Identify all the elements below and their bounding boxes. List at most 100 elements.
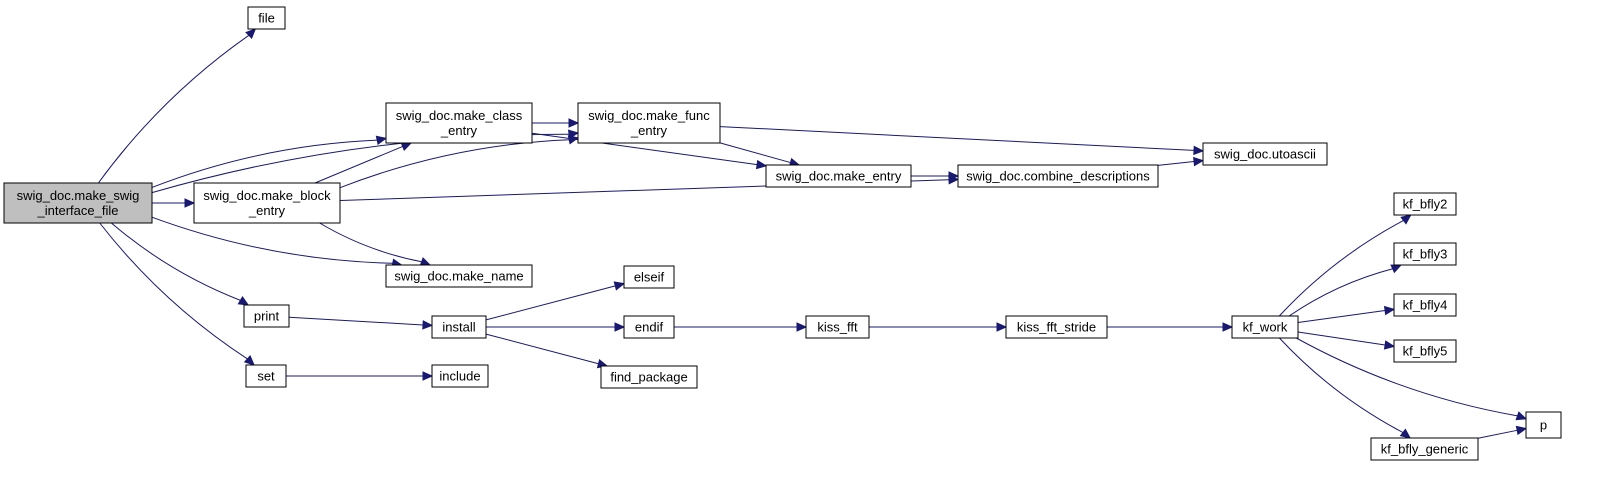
node-box[interactable]: [243, 304, 290, 328]
edge-root-to-print: [111, 222, 250, 306]
node-print[interactable]: print: [243, 304, 290, 328]
node-label: elseif: [634, 270, 665, 285]
node-box[interactable]: [577, 102, 721, 144]
node-kf_bfly4[interactable]: kf_bfly4: [1393, 293, 1457, 317]
arrowhead-icon: [1515, 425, 1528, 436]
node-kiss_fft[interactable]: kiss_fft: [805, 315, 870, 339]
node-label: set: [257, 369, 275, 384]
edge-line: [339, 139, 570, 189]
node-box[interactable]: [1393, 339, 1457, 363]
edge-line: [719, 142, 791, 164]
node-find_package[interactable]: find_package: [600, 365, 698, 389]
edge-line: [1278, 220, 1404, 317]
node-box[interactable]: [600, 365, 698, 389]
node-kf_bfly5[interactable]: kf_bfly5: [1393, 339, 1457, 363]
node-box[interactable]: [1202, 142, 1328, 166]
node-block_entry[interactable]: swig_doc.make_block_entry: [193, 182, 341, 224]
edge-line: [1279, 337, 1404, 433]
node-box[interactable]: [1525, 411, 1562, 439]
node-box[interactable]: [765, 164, 912, 188]
node-set[interactable]: set: [245, 364, 287, 388]
edge-line: [1157, 161, 1195, 166]
node-box[interactable]: [1231, 315, 1299, 339]
node-make_name[interactable]: swig_doc.make_name: [385, 264, 533, 288]
arrowhead-icon: [614, 322, 626, 332]
node-box[interactable]: [247, 6, 286, 30]
node-label: kf_bfly5: [1403, 344, 1448, 359]
node-include[interactable]: include: [431, 364, 489, 388]
node-label: print: [254, 309, 280, 324]
edge-kf_work-to-kf_bfly5: [1297, 331, 1396, 350]
node-box[interactable]: [623, 315, 675, 339]
node-install[interactable]: install: [431, 315, 487, 339]
node-label: find_package: [610, 370, 687, 385]
node-box[interactable]: [3, 182, 153, 224]
edge-line: [151, 216, 393, 264]
node-label: include: [439, 369, 480, 384]
node-box[interactable]: [385, 102, 533, 144]
arrowhead-icon: [755, 159, 768, 170]
edges-layer: [97, 28, 1528, 439]
node-box[interactable]: [385, 264, 533, 288]
node-label: swig_doc.utoascii: [1214, 147, 1316, 162]
node-label: swig_doc.make_entry: [776, 169, 902, 184]
edge-print-to-install: [288, 316, 434, 330]
arrowhead-icon: [1193, 145, 1205, 156]
node-box[interactable]: [245, 364, 287, 388]
arrowhead-icon: [375, 135, 388, 145]
node-box[interactable]: [431, 364, 489, 388]
node-func_entry[interactable]: swig_doc.make_func_entry: [577, 102, 721, 144]
edge-line: [1296, 337, 1518, 417]
arrowhead-icon: [1383, 305, 1396, 316]
node-class_entry[interactable]: swig_doc.make_class_entry: [385, 102, 533, 144]
node-root[interactable]: swig_doc.make_swig_interface_file: [3, 182, 153, 224]
node-label: _entry: [630, 123, 668, 138]
node-kf_work[interactable]: kf_work: [1231, 315, 1299, 339]
node-label: _interface_file: [37, 203, 119, 218]
node-combine[interactable]: swig_doc.combine_descriptions: [957, 164, 1159, 188]
node-box[interactable]: [957, 164, 1159, 188]
edge-line: [485, 285, 616, 321]
node-label: swig_doc.make_func: [588, 108, 710, 123]
arrowhead-icon: [568, 118, 580, 128]
node-kf_bfly3[interactable]: kf_bfly3: [1393, 242, 1457, 266]
node-make_entry[interactable]: swig_doc.make_entry: [765, 164, 912, 188]
edge-root-to-file: [97, 28, 257, 184]
node-label: swig_doc.make_name: [394, 269, 523, 284]
edge-line: [314, 146, 403, 184]
arrowhead-icon: [996, 322, 1008, 332]
edge-line: [719, 126, 1195, 151]
edge-root-to-make_name: [151, 216, 403, 268]
edge-line: [1288, 268, 1393, 317]
edge-line: [151, 139, 378, 188]
node-box[interactable]: [623, 265, 675, 289]
node-box[interactable]: [1393, 242, 1457, 266]
node-box[interactable]: [1370, 437, 1479, 461]
node-kf_bfly2[interactable]: kf_bfly2: [1393, 192, 1457, 216]
node-box[interactable]: [1005, 315, 1108, 339]
node-file[interactable]: file: [247, 6, 286, 30]
node-box[interactable]: [805, 315, 870, 339]
node-kf_bfly_generic[interactable]: kf_bfly_generic: [1370, 437, 1479, 461]
node-box[interactable]: [1393, 192, 1457, 216]
node-elseif[interactable]: elseif: [623, 265, 675, 289]
edge-root-to-block_entry: [152, 198, 196, 208]
edge-kf_work-to-kf_bfly2: [1278, 214, 1412, 317]
node-label: swig_doc.combine_descriptions: [966, 169, 1150, 184]
node-label: kiss_fft: [817, 320, 858, 335]
node-p[interactable]: p: [1525, 411, 1562, 439]
node-label: swig_doc.make_class: [396, 108, 523, 123]
arrowhead-icon: [1193, 156, 1205, 167]
edge-set-to-include: [286, 371, 434, 381]
edge-kf_work-to-p: [1296, 337, 1528, 421]
arrowhead-icon: [1390, 264, 1403, 274]
arrowhead-icon: [184, 198, 196, 208]
node-box[interactable]: [431, 315, 487, 339]
arrowhead-icon: [613, 281, 626, 291]
node-box[interactable]: [1393, 293, 1457, 317]
node-endif[interactable]: endif: [623, 315, 675, 339]
node-utoascii[interactable]: swig_doc.utoascii: [1202, 142, 1328, 166]
edge-line: [97, 34, 250, 184]
node-kiss_fft_stride[interactable]: kiss_fft_stride: [1005, 315, 1108, 339]
node-box[interactable]: [193, 182, 341, 224]
